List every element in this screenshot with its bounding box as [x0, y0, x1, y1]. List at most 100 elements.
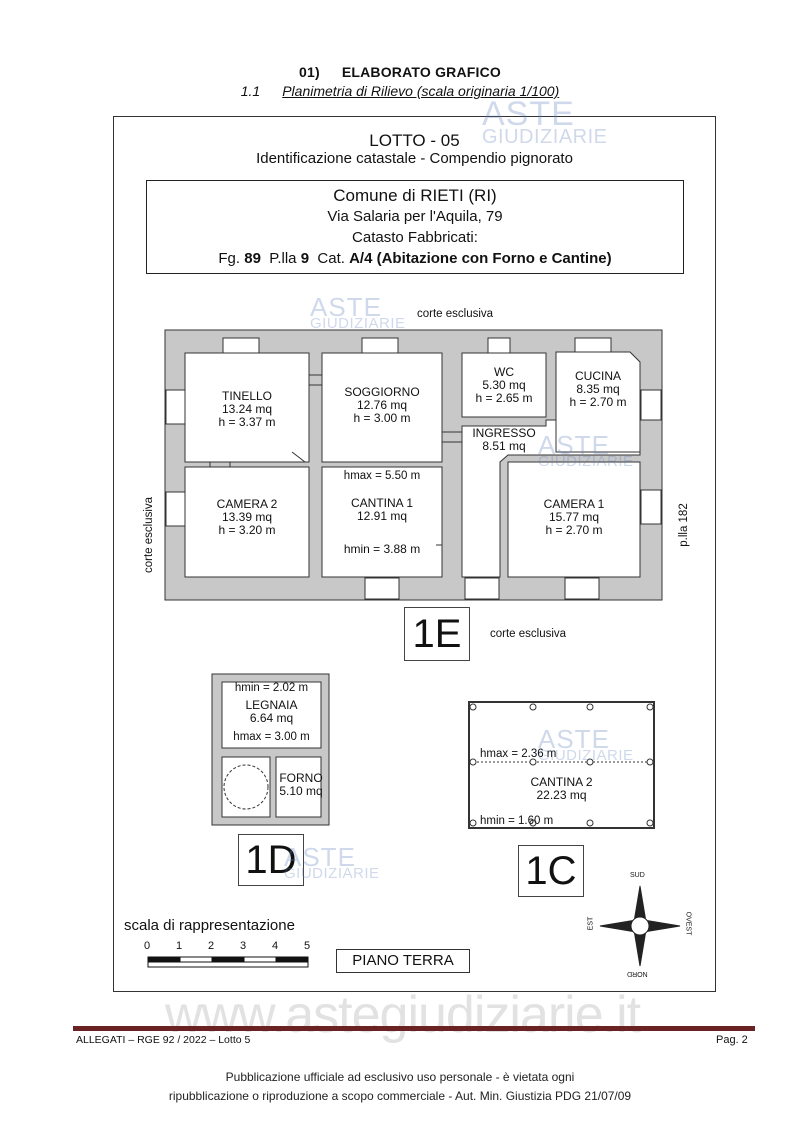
watermark-brand: ASTE — [538, 724, 610, 754]
watermark-brand: ASTE — [538, 430, 610, 460]
scale-title: scala di rappresentazione — [124, 917, 295, 934]
legnaia-name: LEGNAIA — [245, 698, 298, 712]
watermark-brand-sub: GIUDIZIARIE — [482, 125, 608, 148]
room-area: 8.35 mq — [576, 382, 620, 396]
room-height: h = 3.20 m — [218, 523, 276, 537]
cantina2-building — [468, 701, 655, 829]
unit-1e-label: 1E — [404, 607, 470, 661]
floor-label: PIANO TERRA — [336, 949, 470, 973]
scale-tick: 2 — [208, 940, 215, 952]
room-area: 12.76 mq — [356, 398, 408, 412]
drawing-frame — [113, 116, 716, 992]
room-hmax: hmax = 5.50 m — [343, 470, 421, 482]
room-wc: WC 5.30 mq h = 2.65 m — [462, 366, 546, 405]
footer-left-text: ALLEGATI – RGE 92 / 2022 – Lotto 5 — [76, 1034, 251, 1046]
compass-left-label: EST — [587, 916, 595, 931]
forno-name: FORNO — [279, 771, 323, 785]
room-area: 5.30 mq — [482, 378, 526, 392]
watermark-logo: ASTE GIUDIZIARIE — [538, 430, 634, 471]
room-height: h = 3.37 m — [218, 415, 276, 429]
scale-tick: 3 — [240, 940, 247, 952]
watermark-brand-sub: GIUDIZIARIE — [538, 453, 634, 471]
section-heading: 01) ELABORATO GRAFICO — [0, 64, 800, 80]
section-title: ELABORATO GRAFICO — [341, 64, 502, 80]
watermark-url: www.astegiudiziarie.it — [165, 986, 641, 1044]
room-name: CANTINA 1 — [350, 496, 413, 510]
section-number: 01) — [298, 64, 320, 80]
cantina2-hmin: hmin = 1.60 m — [480, 815, 554, 827]
scale-bar — [147, 956, 309, 968]
unit-1c-label: 1C — [518, 845, 584, 897]
room-name: WC — [494, 365, 514, 379]
legnaia-room: hmin = 2.02 m LEGNAIA 6.64 mq hmax = 3.0… — [222, 682, 321, 744]
corte-left-label: corte esclusiva — [143, 496, 155, 574]
room-name: CAMERA 2 — [216, 497, 278, 511]
windows — [165, 337, 662, 600]
watermark-brand: ASTE — [482, 95, 575, 133]
room-name: SOGGIORNO — [344, 385, 420, 399]
watermark-brand: ASTE — [310, 292, 382, 322]
compass-right-label: OVEST — [684, 911, 692, 936]
forno-area: 5.10 mq — [279, 784, 323, 798]
plla-value: 9 — [300, 250, 310, 267]
legnaia-building — [211, 673, 330, 826]
room-soggiorno: SOGGIORNO 12.76 mq h = 3.00 m — [322, 386, 442, 425]
publication-notice-1: Pubblicazione ufficiale ad esclusivo uso… — [225, 1070, 575, 1084]
watermark-brand: ASTE — [284, 842, 356, 872]
watermark-logo: ASTE GIUDIZIARIE — [310, 292, 406, 333]
legnaia-hmax: hmax = 3.00 m — [233, 731, 310, 743]
scale-tick: 1 — [176, 940, 183, 952]
room-camera2-shape — [184, 466, 310, 578]
cantina2-hmax: hmax = 2.36 m — [480, 748, 557, 760]
room-tinello-shape — [184, 352, 310, 463]
unit-1d-label: 1D — [238, 834, 304, 886]
legnaia-area: 6.64 mq — [249, 711, 294, 725]
plla-label: P.lla — [269, 250, 297, 267]
room-camera2: CAMERA 2 13.39 mq h = 3.20 m — [185, 498, 309, 537]
room-area: 12.91 mq — [356, 509, 408, 523]
room-area: 13.24 mq — [221, 402, 273, 416]
lot-title: LOTTO - 05 — [369, 131, 460, 150]
corte-bottom-label: corte esclusiva — [490, 628, 567, 640]
watermark-logo: ASTE GIUDIZIARIE — [538, 724, 634, 763]
cat-label: Cat. — [317, 250, 345, 267]
room-cantina1-shape — [321, 466, 443, 578]
room-hmin: hmin = 3.88 m — [343, 542, 421, 556]
cantina2-name: CANTINA 2 — [530, 775, 593, 789]
watermark-logo: ASTE GIUDIZIARIE — [284, 842, 380, 881]
fg-value: 89 — [244, 250, 261, 267]
catasto-line: Catasto Fabbricati: — [352, 229, 478, 246]
compass-top-label: SUD — [630, 872, 645, 879]
room-name: INGRESSO — [472, 426, 536, 440]
room-area: 13.39 mq — [221, 510, 273, 524]
watermark-brand-sub: GIUDIZIARIE — [310, 315, 406, 333]
subsection-title: Planimetria di Rilievo (scala originaria… — [282, 83, 560, 99]
page-number: Pag. 2 — [716, 1034, 748, 1046]
room-area: 15.77 mq — [548, 510, 600, 524]
compass-rose — [599, 885, 681, 967]
room-height: h = 2.65 m — [475, 391, 533, 405]
room-camera1: CAMERA 1 15.77 mq h = 2.70 m — [508, 498, 640, 537]
cantina2-area: 22.23 mq — [536, 788, 587, 802]
room-tinello: TINELLO 13.24 mq h = 3.37 m — [185, 390, 309, 429]
scale-tick: 4 — [272, 940, 279, 952]
rooms-main — [184, 351, 641, 578]
room-name: TINELLO — [221, 389, 272, 403]
address-line: Via Salaria per l'Aquila, 79 — [327, 208, 503, 225]
room-height: h = 3.00 m — [353, 411, 411, 425]
room-cantina1: hmax = 5.50 m CANTINA 1 12.91 mq hmin = … — [322, 470, 442, 556]
publication-notice-2: ripubblicazione o riproduzione a scopo c… — [168, 1089, 632, 1103]
forno-room: FORNO 5.10 mq — [276, 772, 326, 798]
room-camera1-shape — [507, 461, 641, 578]
legnaia-hmin: hmin = 2.02 m — [234, 682, 309, 694]
comune-line: Comune di RIETI (RI) — [333, 186, 497, 205]
door-lines — [209, 374, 462, 546]
footer-rule — [73, 1026, 755, 1031]
cantina2-room: CANTINA 2 22.23 mq — [469, 776, 654, 802]
lot-subtitle: Identificazione catastale - Compendio pi… — [256, 150, 573, 167]
corte-top-label: corte esclusiva — [417, 308, 494, 320]
scale-tick: 0 — [144, 940, 151, 952]
room-cucina: CUCINA 8.35 mq h = 2.70 m — [556, 370, 640, 409]
